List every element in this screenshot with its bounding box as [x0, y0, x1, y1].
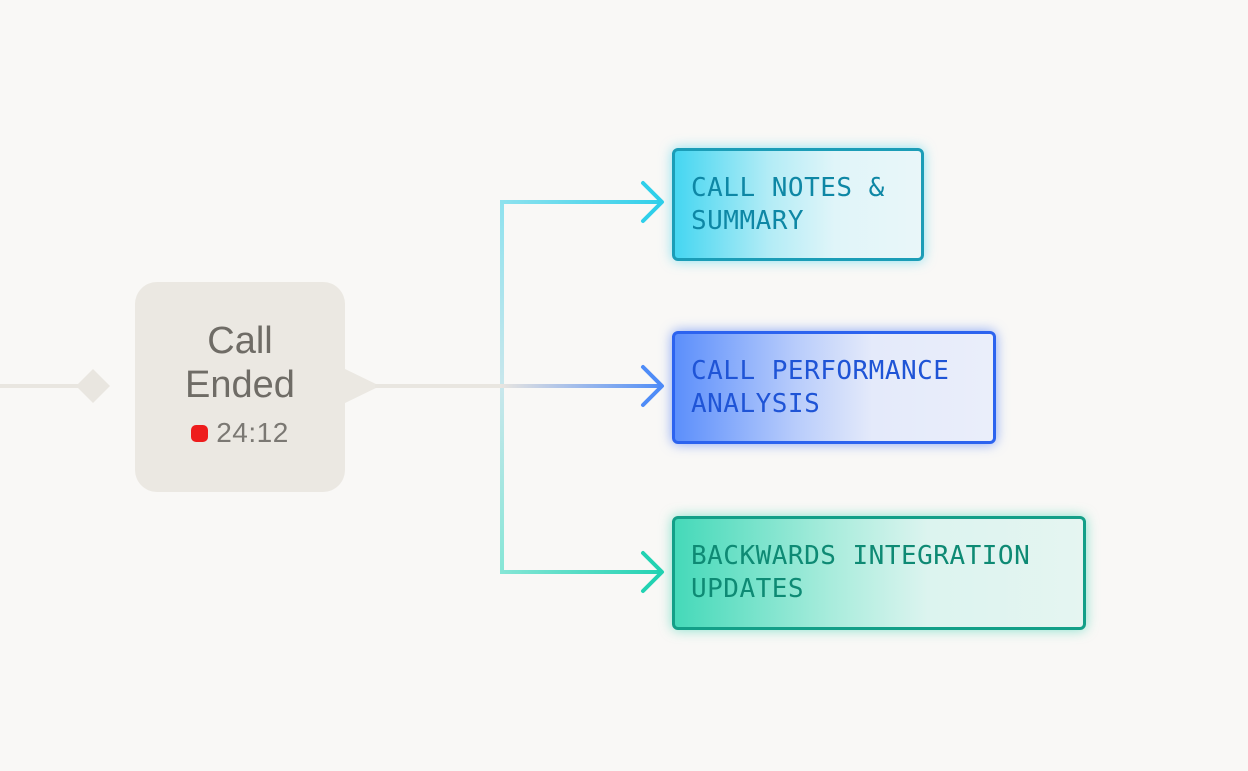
call-title-line2: Ended	[185, 364, 295, 406]
recording-dot-icon	[191, 424, 209, 442]
output-label-line1: CALL PERFORMANCE	[691, 355, 950, 386]
output-label-line1: BACKWARDS INTEGRATION	[691, 541, 1031, 571]
arrow-performance-icon	[641, 365, 664, 407]
output-label-line2: UPDATES	[691, 574, 805, 604]
call-node-title: Call Ended	[185, 319, 295, 407]
output-call-notes-summary: CALL NOTES & SUMMARY	[672, 148, 924, 261]
diamond-marker	[76, 369, 110, 403]
timer-text: 24:12	[216, 417, 289, 448]
output-backwards-integration-updates: BACKWARDS INTEGRATION UPDATES	[672, 516, 1086, 630]
call-title-line1: Call	[207, 320, 273, 362]
arrow-integration-icon	[641, 551, 664, 593]
node-pointer	[343, 368, 380, 404]
output-call-performance-analysis: CALL PERFORMANCE ANALYSIS	[672, 331, 996, 444]
output-label-line2: SUMMARY	[691, 205, 805, 236]
call-ended-node: Call Ended 24:12	[135, 282, 345, 492]
arrow-notes-icon	[641, 181, 664, 223]
call-timer: 24:12	[191, 417, 289, 449]
output-label-line2: ANALYSIS	[691, 388, 821, 419]
output-label-line1: CALL NOTES &	[691, 172, 885, 203]
